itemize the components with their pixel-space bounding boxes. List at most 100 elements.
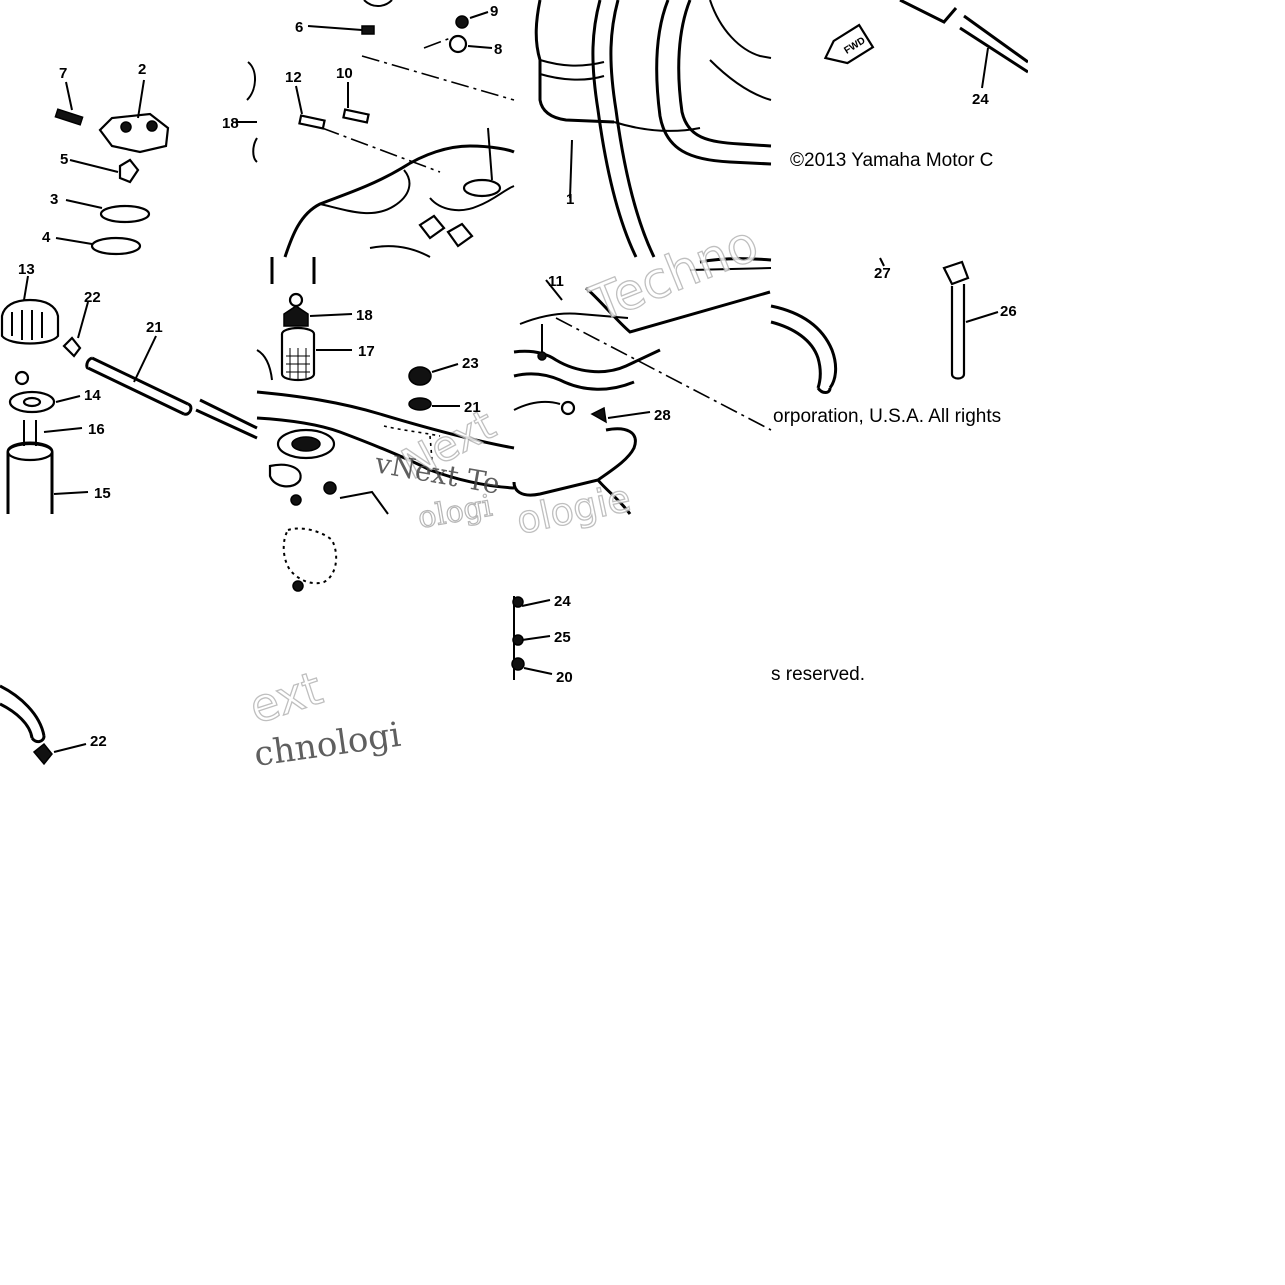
fitting-lower [268, 463, 302, 488]
callout-26: 26 [1000, 303, 1017, 320]
hose-23c [199, 398, 258, 430]
strainer-rim [6, 442, 54, 462]
hose-27 [770, 304, 838, 389]
copyright-line-1: ©2013 Yamaha Motor C [790, 150, 993, 171]
hose-lower-end [30, 735, 46, 744]
ring-3 [99, 204, 151, 224]
centerline [423, 35, 457, 49]
tank-side [585, 286, 771, 334]
hose-edge [513, 401, 561, 411]
hose-25 [899, 0, 958, 24]
leader-neck [487, 127, 493, 181]
cap-edge [246, 61, 256, 101]
callout-23: 21 [146, 319, 163, 336]
fuel-cap-13 [0, 298, 60, 345]
callout-1: 1 [566, 191, 574, 208]
filler-neck [462, 178, 502, 198]
callout-19: 24 [554, 593, 571, 610]
tank-edge [689, 267, 772, 271]
tile-top-right: FWD [823, 0, 1029, 89]
tank-rim [539, 59, 605, 67]
callout-2: 2 [138, 61, 146, 78]
washer-4 [90, 236, 142, 256]
tank-edge [699, 257, 772, 264]
hose-25 [963, 14, 1029, 64]
callout-28: 28 [654, 407, 671, 424]
tile-middle-center [256, 257, 515, 515]
callout-24: 22 [84, 289, 101, 306]
hose-28-loop [512, 427, 637, 497]
tank-ridge [429, 185, 515, 212]
centerline [361, 55, 515, 101]
hose-28-tail [596, 479, 632, 515]
callout-27: 27 [874, 265, 891, 282]
pin-11-head [537, 351, 547, 361]
bracket-hole [120, 121, 132, 133]
tank-body-front [283, 144, 515, 258]
watermark-fragment: ologi [415, 488, 494, 535]
centerline [321, 127, 441, 173]
callout-20: 25 [554, 629, 571, 646]
bracket-hole [146, 120, 158, 132]
strap-26 [950, 284, 966, 380]
copyright-line-3: s reserved. [771, 664, 865, 685]
tank-lower-rim [513, 348, 661, 374]
tank-lower [369, 245, 431, 258]
callout-22: 23 [462, 355, 479, 372]
leader-9 [469, 11, 489, 19]
leader-13 [23, 275, 29, 301]
leader-26 [965, 311, 999, 323]
centerline [555, 317, 772, 431]
tile-top-center [283, 0, 515, 258]
tile-middle-right [770, 257, 999, 394]
callout-25: 24 [972, 91, 989, 108]
leader-15 [53, 491, 89, 495]
leader-24-lower [53, 743, 87, 753]
part-edge [363, 0, 393, 7]
hidden-line [383, 425, 441, 437]
copyright-notice: ©2013 Yamaha Motor C orporation, U.S.A. … [771, 150, 1001, 685]
hose-25 [959, 26, 1029, 74]
watermark-fragment: ologie [513, 476, 635, 543]
hose-23-end [85, 356, 93, 370]
tank-top [709, 0, 772, 59]
rivet [290, 494, 302, 506]
strap-26-head [942, 260, 970, 286]
clip-9 [455, 15, 469, 29]
tank-outline-1 [534, 0, 615, 124]
hose-23-end [183, 402, 193, 416]
watermark-fragment: ext [243, 661, 329, 735]
leader-20 [521, 635, 551, 641]
fwd-arrow: FWD [823, 23, 875, 65]
callout-18-top: 18 [222, 115, 239, 132]
callout-6: 6 [295, 19, 303, 36]
leader-23 [133, 335, 157, 383]
blank-bottom [0, 771, 1285, 1285]
fitting [418, 214, 446, 240]
gasket-outline [282, 527, 338, 585]
callout-17: 17 [358, 343, 375, 360]
leader-21-low [523, 667, 553, 675]
hose-27-end [816, 387, 832, 394]
bracket-top [519, 312, 629, 325]
nut-5 [118, 158, 140, 184]
filter-mesh [286, 348, 310, 380]
leader-5 [69, 159, 119, 173]
callout-21-low: 20 [556, 669, 573, 686]
fwd-arrow-shape [823, 23, 875, 65]
leader-28 [607, 411, 651, 419]
callout-11: 11 [548, 273, 564, 290]
leader-11 [545, 279, 563, 301]
tile-top-right-center [534, 0, 772, 258]
clip-24-lower [32, 742, 53, 766]
bracket-2 [98, 112, 170, 154]
gasket-hole [22, 396, 42, 408]
callout-21: 21 [464, 399, 481, 416]
washer-20 [512, 634, 524, 646]
cap-edge [252, 137, 258, 163]
bolt-10 [342, 108, 370, 124]
tile-lower [0, 527, 553, 766]
tile-middle-right-center [512, 257, 772, 515]
body-edge [256, 349, 273, 381]
